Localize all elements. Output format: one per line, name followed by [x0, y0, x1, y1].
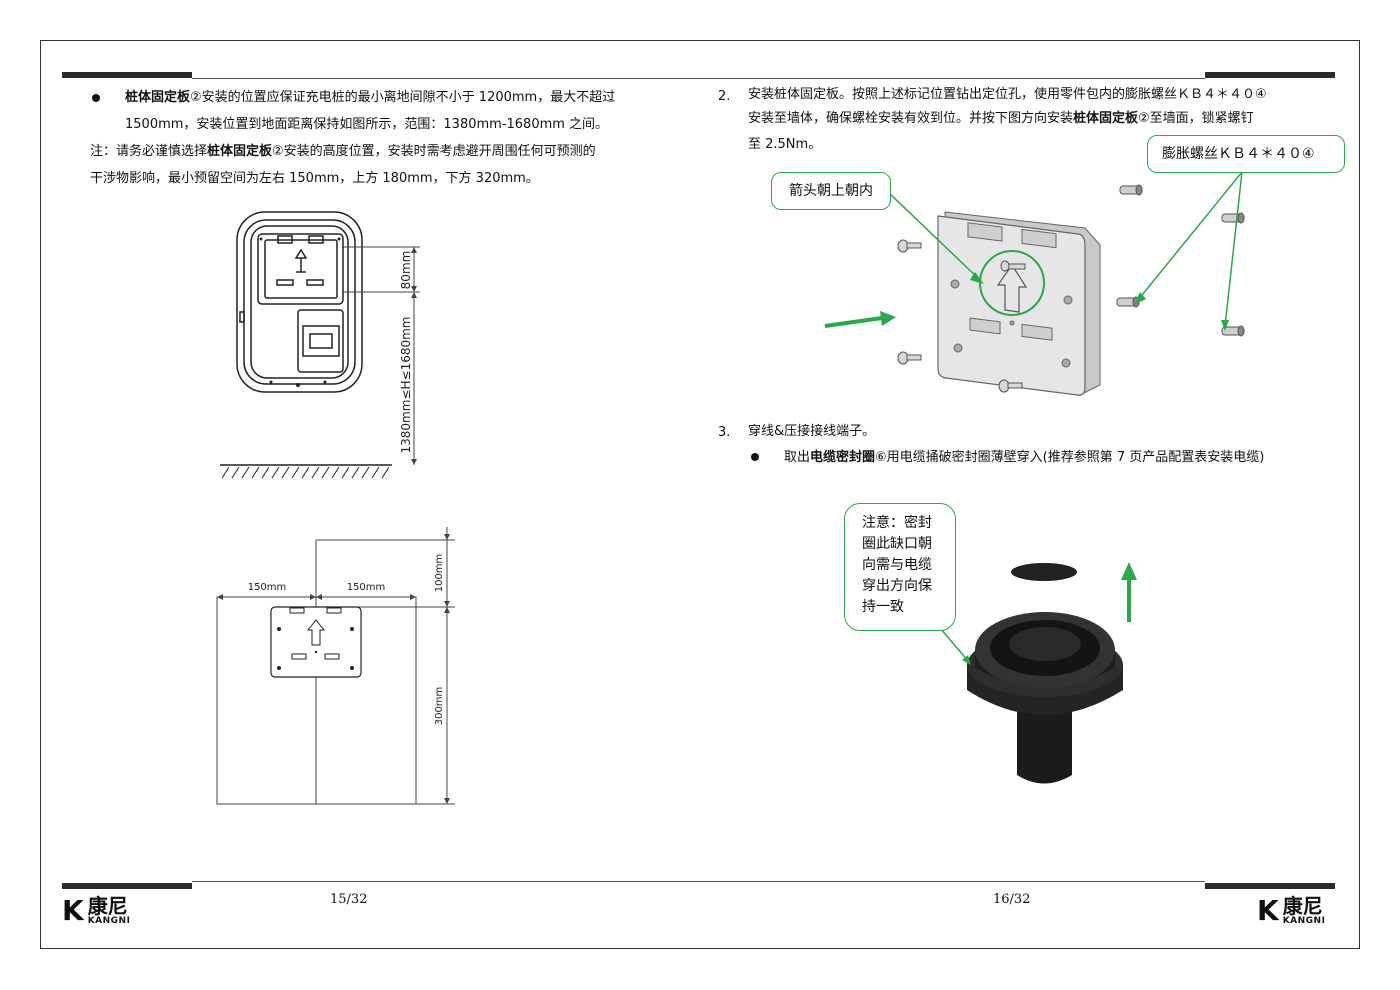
callout-seal-note: 注意：密封 圈此缺口朝 向需与电缆 穿出方向保 持一致	[844, 503, 956, 631]
logo-mark-icon: K	[1257, 894, 1279, 927]
page-number-left: 15/32	[330, 892, 368, 907]
left-bullet-line1: 桩体固定板②安装的位置应保证充电桩的最小离地间隙不小于 1200mm，最大不超过	[125, 83, 615, 113]
dim-300mm: 300mm	[434, 687, 445, 726]
step2-line3: 至 2.5Nm。	[748, 137, 822, 152]
step2-number: 2.	[718, 89, 731, 104]
bold-term: 电缆密封圈	[810, 450, 876, 465]
bold-term: 桩体固定板	[1073, 111, 1139, 126]
kangni-logo-right: K 康尼 KANGNI	[1257, 896, 1325, 926]
bullet-dot	[92, 94, 100, 102]
dim-100mm: 100mm	[434, 554, 445, 593]
step3-number: 3.	[718, 425, 731, 440]
dim-80mm: 80mm	[399, 251, 413, 290]
left-bullet-line2: 1500mm，安装位置到地面距离保持如图所示，范围：1380mm-1680mm …	[125, 117, 609, 132]
left-note-line2: 干涉物影响，最小预留空间为左右 150mm，上方 180mm，下方 320mm。	[90, 171, 539, 186]
callout-line: 圈此缺口朝	[862, 536, 932, 552]
footer-bar-left	[62, 883, 192, 889]
logo-text-cn: 康尼	[87, 894, 128, 918]
dim-150mm-right: 150mm	[347, 582, 386, 593]
left-note-line1: 注：请务必谨慎选择桩体固定板②安装的高度位置，安装时需考虑避开周围任何可预测的	[90, 137, 596, 167]
page-frame	[40, 40, 1360, 949]
logo-mark-icon: K	[62, 894, 84, 927]
logo-text-en: KANGNI	[1282, 916, 1326, 926]
screw-icon	[1000, 260, 1026, 272]
footer-bar-right	[1205, 883, 1335, 889]
text-span: 注：请务必谨慎选择	[90, 144, 208, 159]
kangni-logo-left: K 康尼 KANGNI	[62, 896, 130, 926]
screw-icon	[998, 379, 1023, 393]
footer-line	[192, 881, 1205, 882]
text-span: 安装至墙体，确保螺栓安装有效到位。并按下图方向安装	[748, 111, 1074, 126]
text-span: ②安装的高度位置，安装时需考虑避开周围任何可预测的	[272, 144, 596, 159]
page-number-right: 16/32	[993, 892, 1031, 907]
screw-icon	[897, 239, 922, 253]
screw-icon	[897, 351, 922, 365]
callout-line: 向需与电缆	[862, 557, 932, 573]
expansion-bolt-icon	[1221, 212, 1245, 224]
bullet-dot	[751, 453, 759, 461]
text-span: ②安装的位置应保证充电桩的最小离地间隙不小于 1200mm，最大不超过	[190, 90, 616, 105]
callout-line: 穿出方向保	[862, 578, 932, 594]
dim-height-range: 1380mm≤H≤1680mm	[399, 317, 413, 454]
logo-text-cn: 康尼	[1282, 894, 1323, 918]
header-bar-right	[1205, 72, 1335, 78]
callout-expansion-bolt: 膨胀螺丝ＫＢ４＊４０④	[1147, 135, 1345, 173]
header-bar-left	[62, 72, 192, 78]
step2-line2: 安装至墙体，确保螺栓安装有效到位。并按下图方向安装桩体固定板②至墙面，锁紧螺钉	[748, 104, 1254, 134]
callout-line: 注意：密封	[862, 515, 932, 531]
callout-line: 持一致	[862, 599, 904, 615]
text-span: ②至墙面，锁紧螺钉	[1138, 111, 1254, 126]
step3-text: 穿线&压接接线端子。	[748, 424, 876, 439]
text-span: ⑥用电缆捅破密封圈薄壁穿入(推荐参照第 7 页产品配置表安装电缆)	[875, 450, 1265, 465]
step3-bullet: 取出电缆密封圈⑥用电缆捅破密封圈薄壁穿入(推荐参照第 7 页产品配置表安装电缆)	[784, 443, 1264, 473]
text-span: 取出	[784, 450, 811, 465]
step2-line1: 安装桩体固定板。按照上述标记位置钻出定位孔，使用零件包内的膨胀螺丝ＫＢ４＊４０④	[748, 87, 1267, 102]
expansion-bolt-icon	[1119, 184, 1143, 196]
callout-arrow-direction: 箭头朝上朝内	[771, 172, 891, 210]
bold-term: 桩体固定板	[125, 90, 191, 105]
expansion-bolt-icon	[1221, 325, 1245, 337]
bold-term: 桩体固定板	[207, 144, 273, 159]
header-line	[192, 78, 1205, 79]
dim-150mm-left: 150mm	[248, 582, 287, 593]
logo-text-en: KANGNI	[87, 916, 131, 926]
